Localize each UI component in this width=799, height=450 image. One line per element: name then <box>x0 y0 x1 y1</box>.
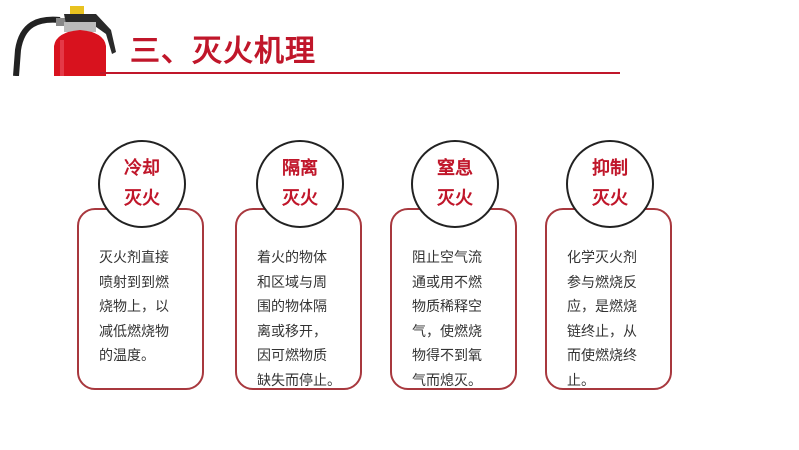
mechanism-card: 灭火剂直接喷射到到燃烧物上，以减低燃烧物的温度。 <box>77 208 204 390</box>
card-description: 化学灭火剂参与燃烧反应，是燃烧链终止，从而使燃烧终止。 <box>567 246 637 393</box>
description-line: 着火的物体 <box>257 250 327 266</box>
description-line: 阻止空气流 <box>412 250 482 266</box>
description-line: 通或用不燃 <box>412 274 482 291</box>
card-title-circle: 抑制灭火 <box>566 140 654 228</box>
description-line: 围的物体隔 <box>257 299 327 315</box>
fire-extinguisher-image <box>13 6 116 76</box>
description-line: 止。 <box>567 372 595 389</box>
card-title: 隔离 <box>282 158 318 179</box>
description-line: 缺失而停止。 <box>257 372 341 389</box>
description-line: 物质稀释空 <box>412 299 482 315</box>
card-title: 灭火 <box>592 188 628 209</box>
description-line: 灭火剂直接 <box>99 250 169 266</box>
mechanism-card: 着火的物体和区域与周围的物体隔离或移开， 因可燃物质缺失而停止。 <box>235 208 362 390</box>
card-title: 窒息 <box>437 158 473 179</box>
card-title: 抑制 <box>592 158 628 179</box>
card-description: 阻止空气流通或用不燃物质稀释空气，使燃烧物得不到氧气而熄灭。 <box>412 246 482 393</box>
description-line: 链终止，从 <box>567 323 637 340</box>
description-line: 应，是燃烧 <box>567 299 637 315</box>
card-title-circle: 窒息灭火 <box>411 140 499 228</box>
card-description: 灭火剂直接喷射到到燃烧物上，以减低燃烧物的温度。 <box>99 246 169 369</box>
card-description: 着火的物体和区域与周围的物体隔离或移开， 因可燃物质缺失而停止。 <box>257 246 341 393</box>
description-line: 而使燃烧终 <box>567 348 637 364</box>
mechanism-card: 阻止空气流通或用不燃物质稀释空气，使燃烧物得不到氧气而熄灭。 <box>390 208 517 390</box>
card-title: 灭火 <box>282 188 318 209</box>
description-line: 喷射到到燃 <box>99 274 169 291</box>
description-line: 气而熄灭。 <box>412 372 482 389</box>
card-title-circle: 冷却灭火 <box>98 140 186 228</box>
description-line: 化学灭火剂 <box>567 250 637 266</box>
description-line: 参与燃烧反 <box>567 274 637 291</box>
description-line: 物得不到氧 <box>412 348 482 364</box>
description-line: 气，使燃烧 <box>412 323 482 340</box>
page-title: 三、灭火机理 <box>130 34 316 69</box>
description-line: 烧物上，以 <box>99 299 169 315</box>
description-line: 和区域与周 <box>257 274 327 291</box>
card-title: 灭火 <box>437 188 473 209</box>
description-line: 减低燃烧物 <box>99 323 169 340</box>
card-title-circle: 隔离灭火 <box>256 140 344 228</box>
mechanism-card: 化学灭火剂参与燃烧反应，是燃烧链终止，从而使燃烧终止。 <box>545 208 672 390</box>
card-title: 灭火 <box>124 188 160 209</box>
description-line: 因可燃物质 <box>257 348 327 364</box>
description-line: 离或移开， <box>257 323 327 340</box>
card-title: 冷却 <box>124 158 160 179</box>
title-divider <box>100 72 620 74</box>
description-line: 的温度。 <box>99 348 155 364</box>
